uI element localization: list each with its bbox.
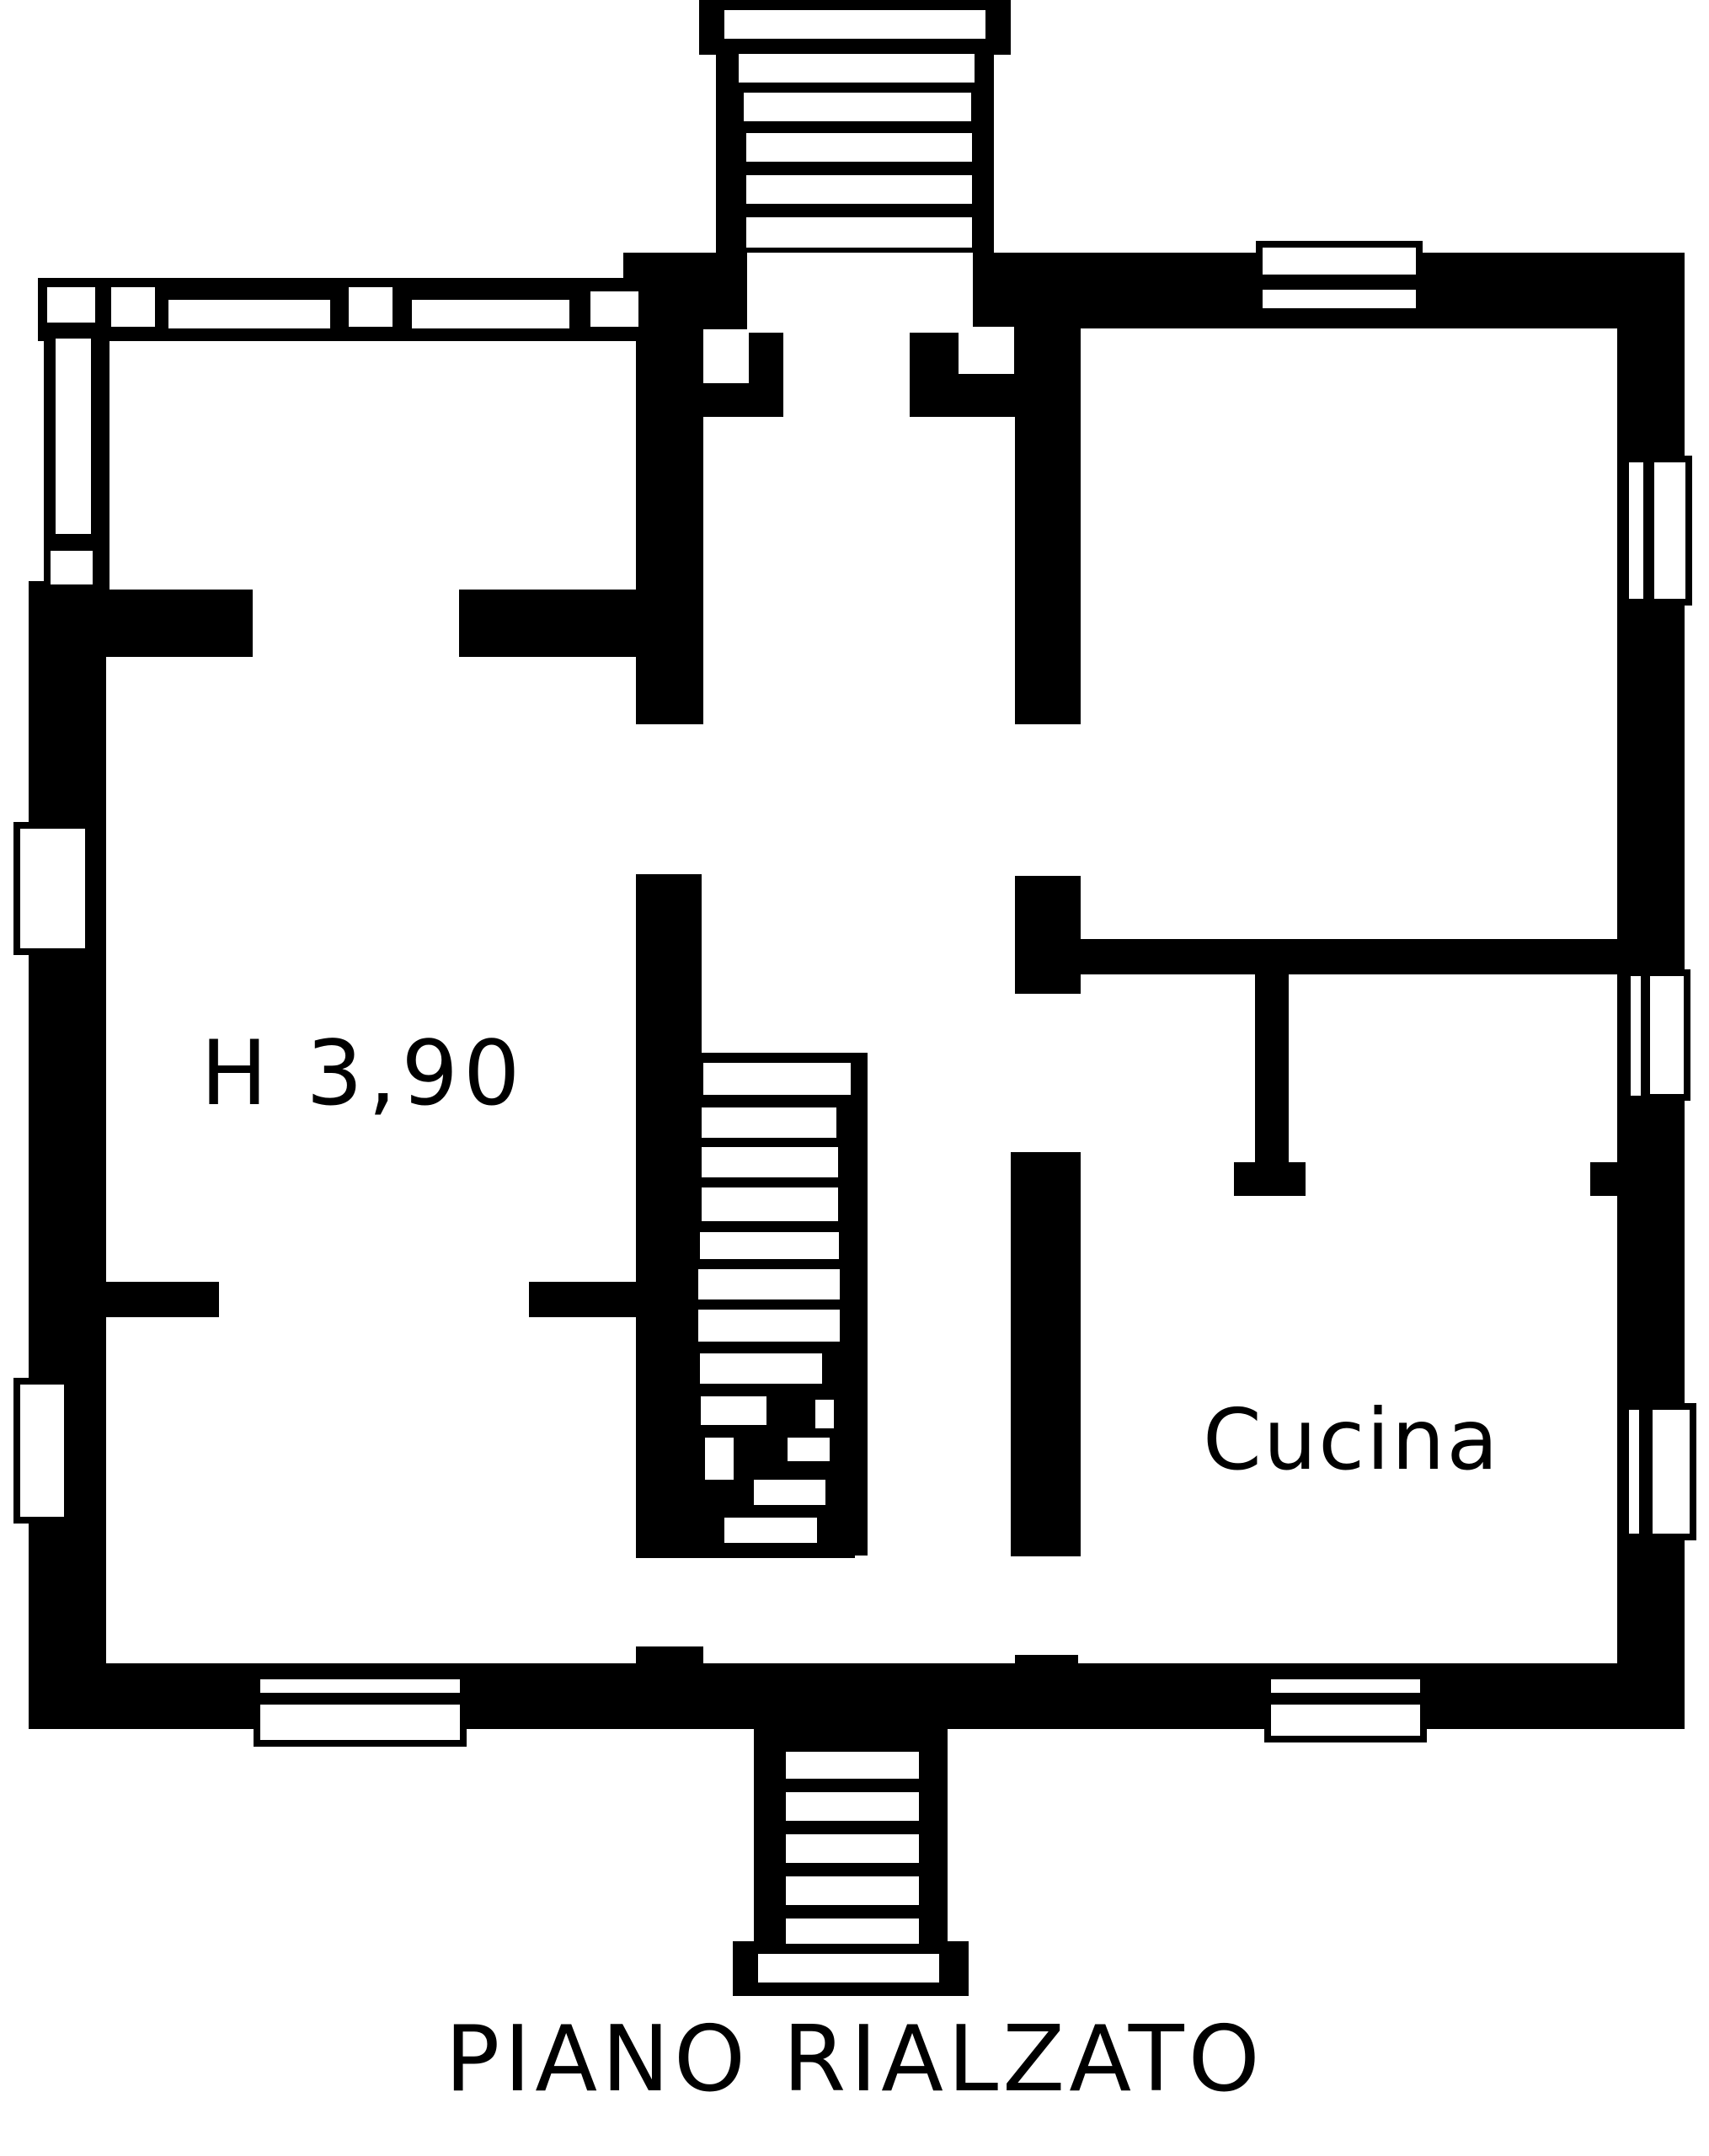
wall-corridor-right-lower-b [1011, 1152, 1081, 1556]
wall-right-stub-b [1590, 1162, 1628, 1196]
window [254, 1673, 467, 1700]
room-upper-right [1081, 328, 1617, 939]
stair-tread [724, 10, 985, 39]
window [342, 280, 399, 334]
window [1264, 1698, 1427, 1742]
stair-tread [746, 133, 972, 162]
window [44, 544, 99, 591]
interior-stair-treads [698, 1063, 851, 1543]
wall-kitchen-stub-b [1255, 969, 1289, 1196]
window [13, 822, 92, 955]
window [49, 332, 98, 541]
window [1648, 456, 1692, 606]
stair-tread [700, 1232, 839, 1259]
wall-divider-upper-left-b [459, 590, 649, 657]
stair-tread [739, 54, 975, 83]
window [405, 293, 576, 335]
stairs-bottom-treads [758, 1752, 939, 1983]
window [162, 293, 337, 335]
stairs-top [699, 0, 1011, 333]
wall-divider-upper-left [97, 590, 253, 657]
stair-tread [754, 1480, 825, 1505]
window [1264, 1673, 1427, 1700]
stairs-top-corridor-gap [747, 253, 973, 333]
window [1256, 283, 1423, 315]
stair-tread [786, 1792, 919, 1821]
window [584, 285, 645, 334]
stair-tread [786, 1919, 919, 1944]
room-label-kitchen: Cucina [1203, 1390, 1500, 1489]
window [40, 280, 102, 329]
windows [13, 241, 1696, 1747]
wall-corridor-right-mid-b [1015, 876, 1081, 994]
stair-tread [701, 1396, 766, 1425]
stair-tread [744, 93, 971, 121]
stair-tread [700, 1353, 822, 1384]
wall-corridor-right-top [1015, 328, 1081, 724]
stairs-top-treads [724, 10, 985, 248]
room-interiors [106, 328, 1617, 1663]
stair-tread [724, 1518, 817, 1543]
room-main [106, 657, 636, 1663]
wall-mid-horizontal-b [1015, 939, 1621, 974]
window [1622, 456, 1650, 606]
window [1624, 969, 1648, 1102]
stair-tread [702, 1107, 836, 1138]
stair-tread [703, 1063, 851, 1095]
stair-tread [702, 1147, 838, 1177]
stair-tread [705, 1438, 734, 1480]
wall-divider-lower-left-b [529, 1282, 647, 1317]
stair-tread [698, 1310, 840, 1342]
stair-tread [746, 217, 972, 248]
window [1622, 1403, 1646, 1540]
stair-tread [746, 175, 972, 204]
wall-kitchen-stub-base-b [1234, 1162, 1306, 1196]
pillar-opening-left [698, 324, 754, 388]
window [13, 1378, 71, 1524]
stair-tread [786, 1752, 919, 1779]
stair-tread [788, 1438, 830, 1461]
stair-tread [702, 1187, 838, 1221]
stair-tread [815, 1400, 834, 1428]
window [104, 280, 162, 334]
window [254, 1698, 467, 1747]
interior-staircase [698, 1053, 868, 1550]
window [1646, 1403, 1696, 1540]
wall-stair-left-b [636, 874, 702, 1556]
window [1256, 241, 1423, 281]
wall-left-main [29, 581, 106, 1726]
pillar-openings [698, 322, 1019, 388]
stair-tread [698, 1269, 840, 1299]
stairs-bottom [733, 1710, 969, 1996]
wall-divider-lower-left [97, 1282, 219, 1317]
room-upper-left [109, 341, 632, 590]
wall-bottom-entry-left [636, 1646, 703, 1710]
window [1643, 969, 1690, 1101]
floor-title: PIANO RIALZATO [445, 2007, 1264, 2112]
stair-tread [786, 1834, 919, 1863]
wall-bottom-entry-right [1011, 1655, 1078, 1710]
room-label-height: H 3,90 [200, 1022, 526, 1125]
pillar-opening-right [953, 322, 1019, 379]
stair-tread [786, 1876, 919, 1905]
room-kitchen [1081, 974, 1617, 1663]
stair-tread [758, 1954, 939, 1983]
